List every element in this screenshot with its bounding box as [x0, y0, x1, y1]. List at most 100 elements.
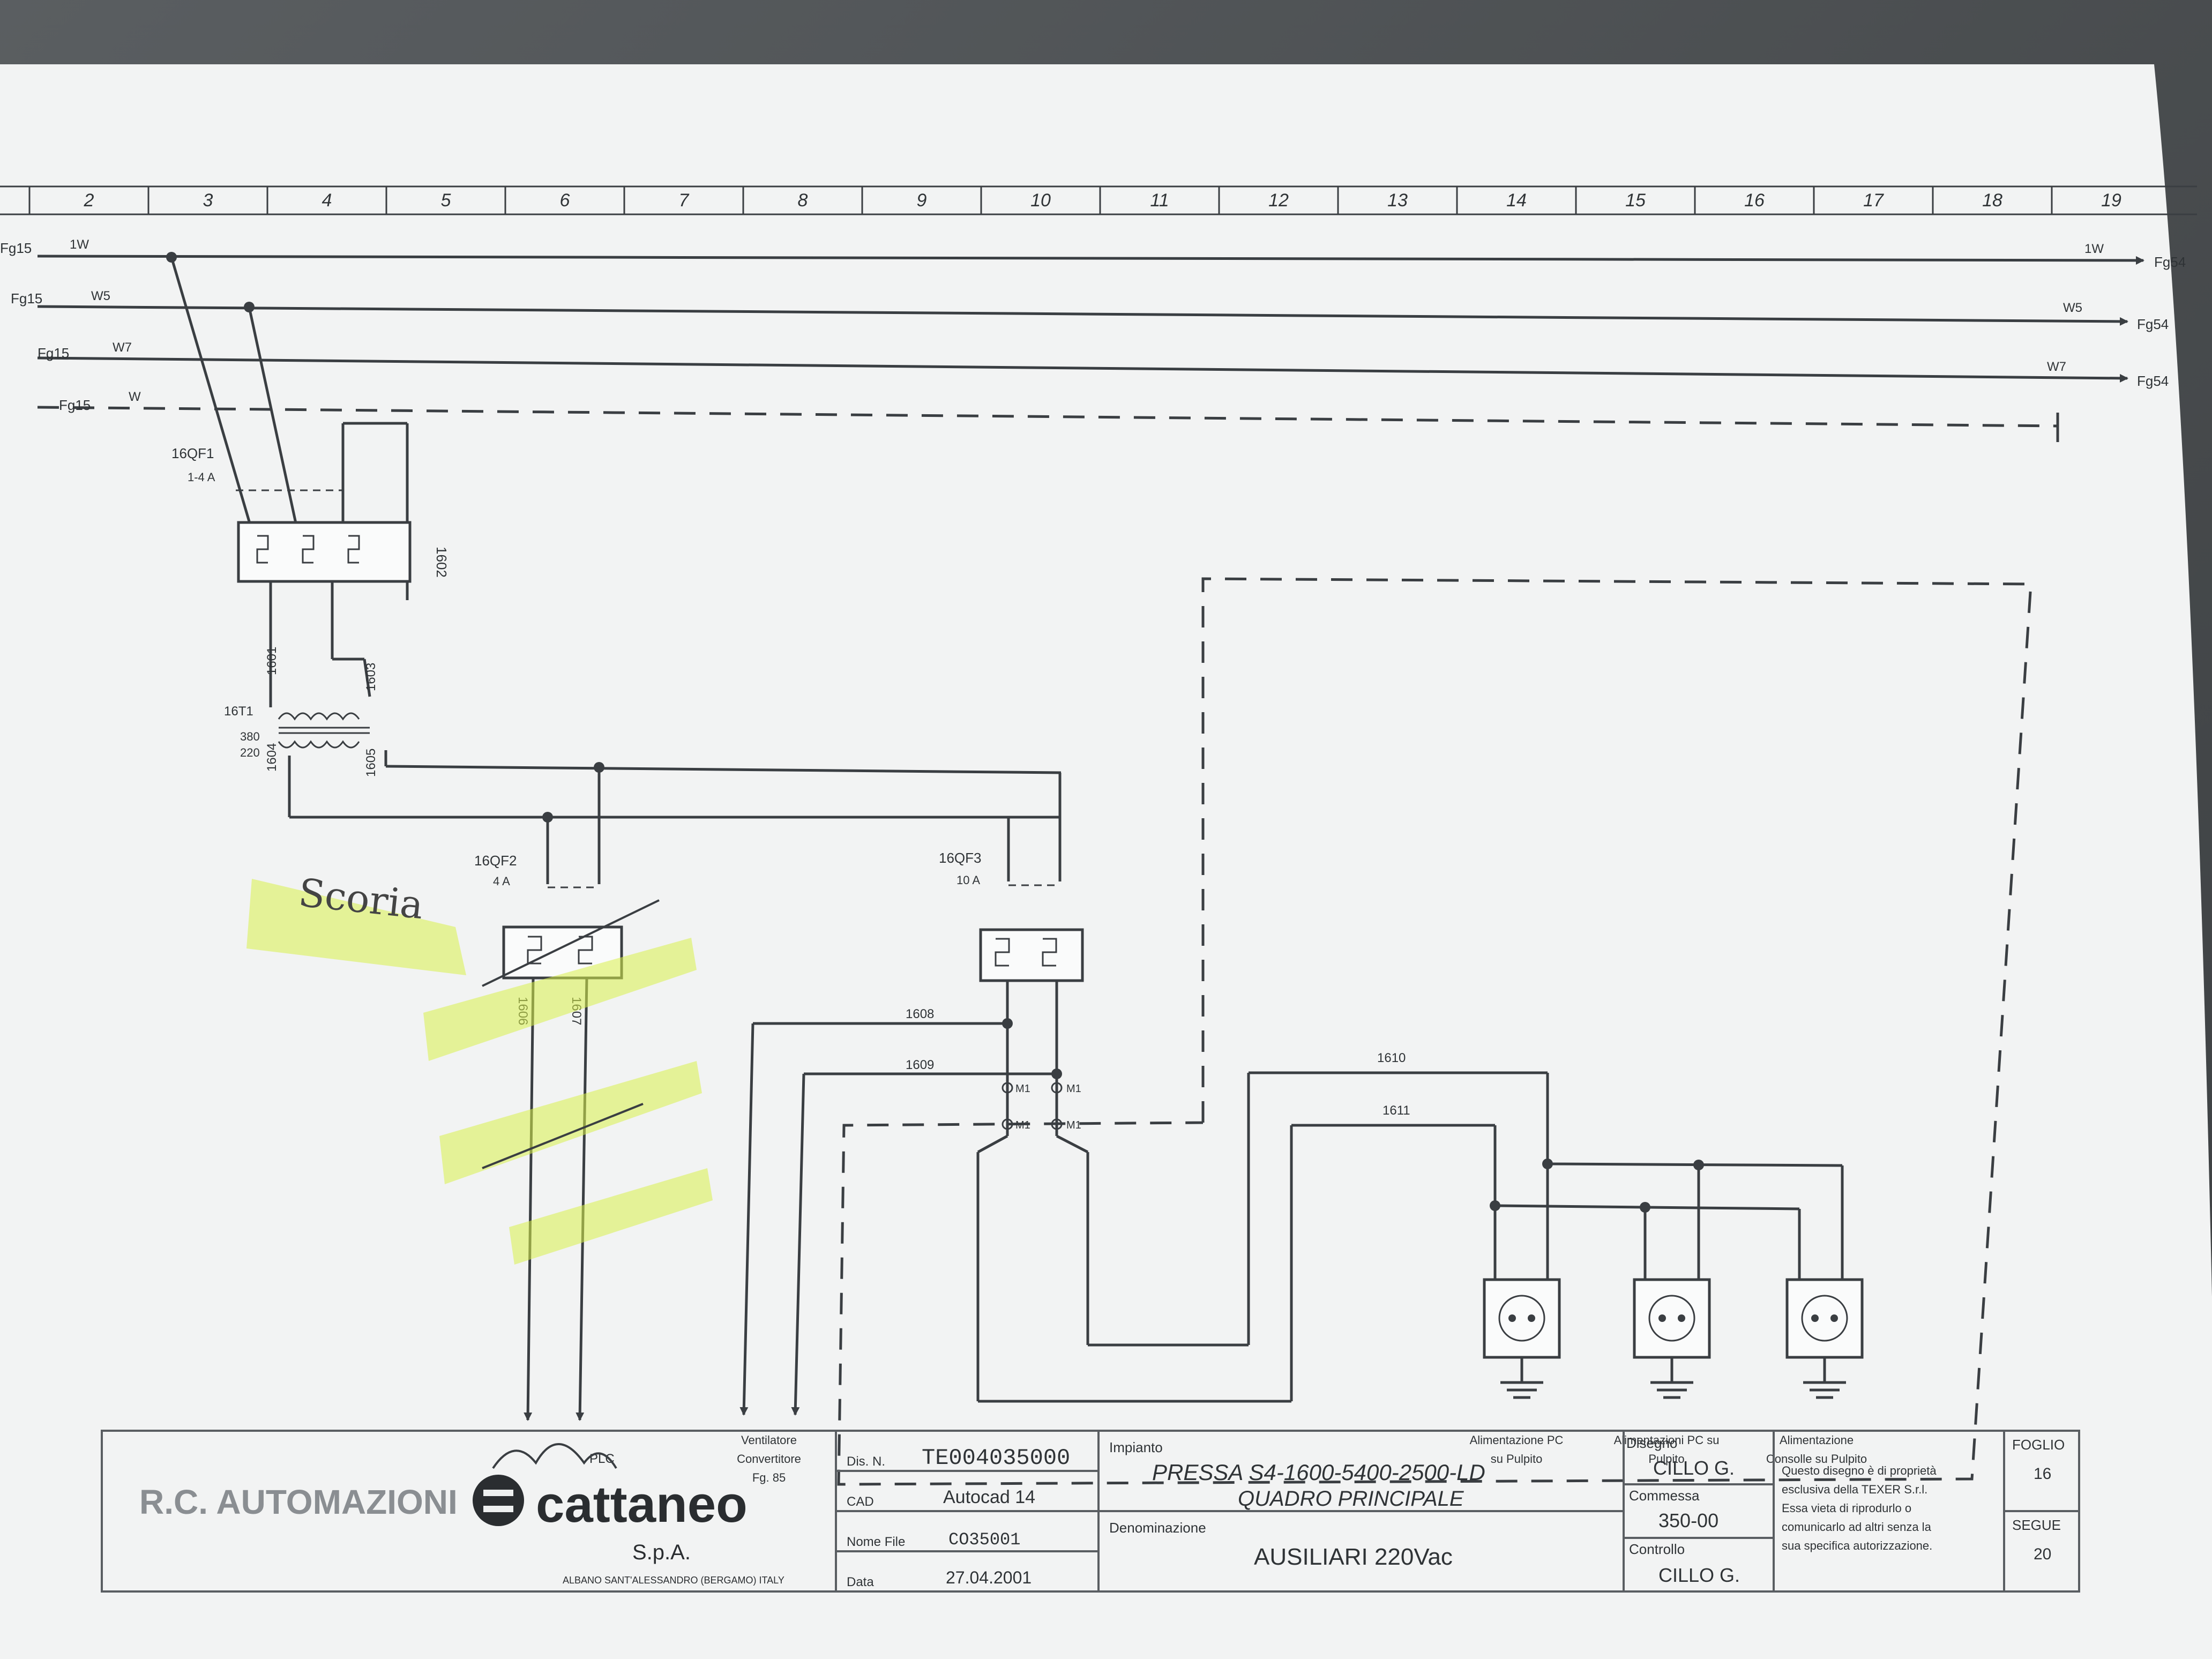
wire-1608: 1608 — [906, 1007, 934, 1021]
impianto-line2: QUADRO PRINCIPALE — [1238, 1487, 1464, 1511]
dest-ref-2: Fg54 — [2137, 316, 2169, 332]
wire-1610: 1610 — [1377, 1051, 1406, 1065]
cad-value: Autocad 14 — [943, 1487, 1035, 1507]
column-number: 17 — [1863, 190, 1884, 211]
breaker-16qf1: 16QF1 1-4 A 1602 — [170, 257, 450, 707]
transformer-16t1: 16T1 380 220 1601 1603 1604 1605 — [224, 647, 1062, 823]
column-number: 3 — [203, 190, 213, 211]
column-number: 2 — [84, 190, 94, 211]
incoming-lines: Fg15 Fg15 Fg15 Fg15 1W W5 W7 W 1W W5 W7 … — [0, 237, 2186, 442]
column-number: 6 — [560, 190, 570, 211]
foglio-value: 16 — [2034, 1465, 2051, 1483]
breaker-16qf1-rating: 1-4 A — [188, 470, 215, 484]
note-line-5: sua specifica autorizzazione. — [1782, 1539, 1932, 1552]
date-value: 27.04.2001 — [946, 1568, 1032, 1587]
cad-label: CAD — [847, 1494, 874, 1509]
junction — [1002, 1018, 1013, 1029]
cattaneo-logo — [473, 1475, 524, 1526]
line-label-1-right: 1W — [2084, 242, 2104, 256]
column-number: 10 — [1030, 190, 1051, 211]
commessa-value: 350-00 — [1658, 1509, 1718, 1531]
segue-label: SEGUE — [2012, 1517, 2061, 1533]
column-number: 14 — [1506, 190, 1527, 211]
column-number: 18 — [1982, 190, 2002, 211]
junction — [1693, 1160, 1704, 1170]
column-number: 7 — [679, 190, 690, 211]
breaker-16qf3-rating: 10 A — [956, 873, 980, 887]
socket-bus — [1490, 1073, 1844, 1281]
transformer-tag: 16T1 — [224, 704, 253, 719]
socket-1-label-1: Alimentazione PC — [1470, 1433, 1564, 1447]
breaker-16qf2-tag: 16QF2 — [474, 853, 517, 869]
column-number: 12 — [1268, 190, 1289, 211]
breaker-16qf1-tag: 16QF1 — [171, 445, 214, 461]
terminal-2: M1 — [1066, 1083, 1081, 1095]
socket-2-label-1: Alimentazioni PC su — [1614, 1433, 1720, 1447]
file-value: CO35001 — [948, 1530, 1020, 1550]
breaker-16qf3-tag: 16QF3 — [939, 850, 982, 866]
disegno-label: Disegno — [1626, 1435, 1677, 1451]
dis-label: Dis. N. — [847, 1454, 885, 1469]
line-label-1: 1W — [70, 237, 89, 252]
breaker-16qf2-rating: 4 A — [493, 875, 510, 888]
foglio-label: FOGLIO — [2012, 1437, 2065, 1453]
transformer-primary: 380 — [240, 730, 260, 743]
out-fan-line3: Fg. 85 — [752, 1471, 786, 1484]
socket-3: Alimentazione Consolle su Pulpito — [1766, 1278, 1867, 1466]
terminal-4: M1 — [1066, 1119, 1081, 1131]
vendor-logo: R.C. AUTOMAZIONI — [139, 1483, 458, 1521]
socket-2-label-2: Pulpito — [1648, 1452, 1684, 1466]
column-number: 9 — [917, 190, 927, 211]
column-number: 11 — [1150, 190, 1169, 211]
company-name: cattaneo — [536, 1476, 748, 1533]
breaker-16qf3: 16QF3 10 A 1608 1609 M1 M1 M1 M1 — [739, 773, 1548, 1416]
controllo-value: CILLO G. — [1658, 1564, 1740, 1586]
paper-sheet — [0, 64, 2212, 1659]
socket-1: Alimentazione PC su Pulpito — [1470, 1278, 1564, 1466]
src-ref-1: Fg15 — [0, 240, 32, 256]
line-label-2-right: W5 — [2063, 301, 2082, 315]
column-number: 4 — [322, 190, 332, 211]
out-fan-line2: Convertitore — [737, 1452, 801, 1466]
terminal-1: M1 — [1015, 1083, 1030, 1095]
note-line-2: esclusiva della TEXER S.r.l. — [1782, 1483, 1927, 1496]
highlighter-marks: Scoria — [246, 870, 713, 1469]
disegno-value: CILLO G. — [1653, 1457, 1735, 1479]
socket-3-label-2: Consolle su Pulpito — [1766, 1452, 1867, 1466]
junction — [1490, 1200, 1500, 1211]
wire-1602: 1602 — [434, 547, 450, 578]
dis-value: TE004035000 — [922, 1445, 1070, 1471]
src-ref-4: Fg15 — [59, 397, 91, 413]
src-ref-3: Fg15 — [38, 345, 69, 361]
column-number: 16 — [1744, 190, 1765, 211]
wire-1605: 1605 — [364, 749, 378, 777]
company-address: ALBANO SANT'ALESSANDRO (BERGAMO) ITALY — [563, 1575, 784, 1586]
note-line-4: comunicarlo ad altri senza la — [1782, 1520, 1932, 1534]
junction — [1640, 1202, 1650, 1213]
file-label: Nome File — [847, 1535, 905, 1549]
column-number: 13 — [1387, 190, 1408, 211]
commessa-label: Commessa — [1629, 1488, 1700, 1504]
title-block: R.C. AUTOMAZIONI cattaneo S.p.A. ALBANO … — [101, 1430, 2080, 1593]
date-label: Data — [847, 1575, 874, 1589]
junction — [1542, 1159, 1553, 1169]
company-suffix: S.p.A. — [632, 1541, 691, 1564]
enclosure-dashed — [837, 577, 2032, 1486]
controllo-label: Controllo — [1629, 1541, 1685, 1557]
segue-value: 20 — [2034, 1545, 2051, 1563]
column-number: 19 — [2101, 190, 2121, 211]
out-fan-line1: Ventilatore — [741, 1433, 797, 1447]
src-ref-2: Fg15 — [11, 290, 42, 307]
wire-1601: 1601 — [265, 647, 279, 675]
line-label-3-right: W7 — [2047, 360, 2066, 374]
column-number: 8 — [798, 190, 808, 211]
note-line-1: Questo disegno è di proprietà — [1782, 1464, 1937, 1477]
impianto-label: Impianto — [1109, 1439, 1163, 1455]
socket-2: Alimentazioni PC su Pulpito — [1614, 1278, 1720, 1466]
dest-ref-3: Fg54 — [2137, 373, 2169, 389]
wire-1611: 1611 — [1382, 1103, 1410, 1118]
dest-ref-1: Fg54 — [2154, 254, 2186, 270]
wire-1604: 1604 — [265, 743, 279, 772]
